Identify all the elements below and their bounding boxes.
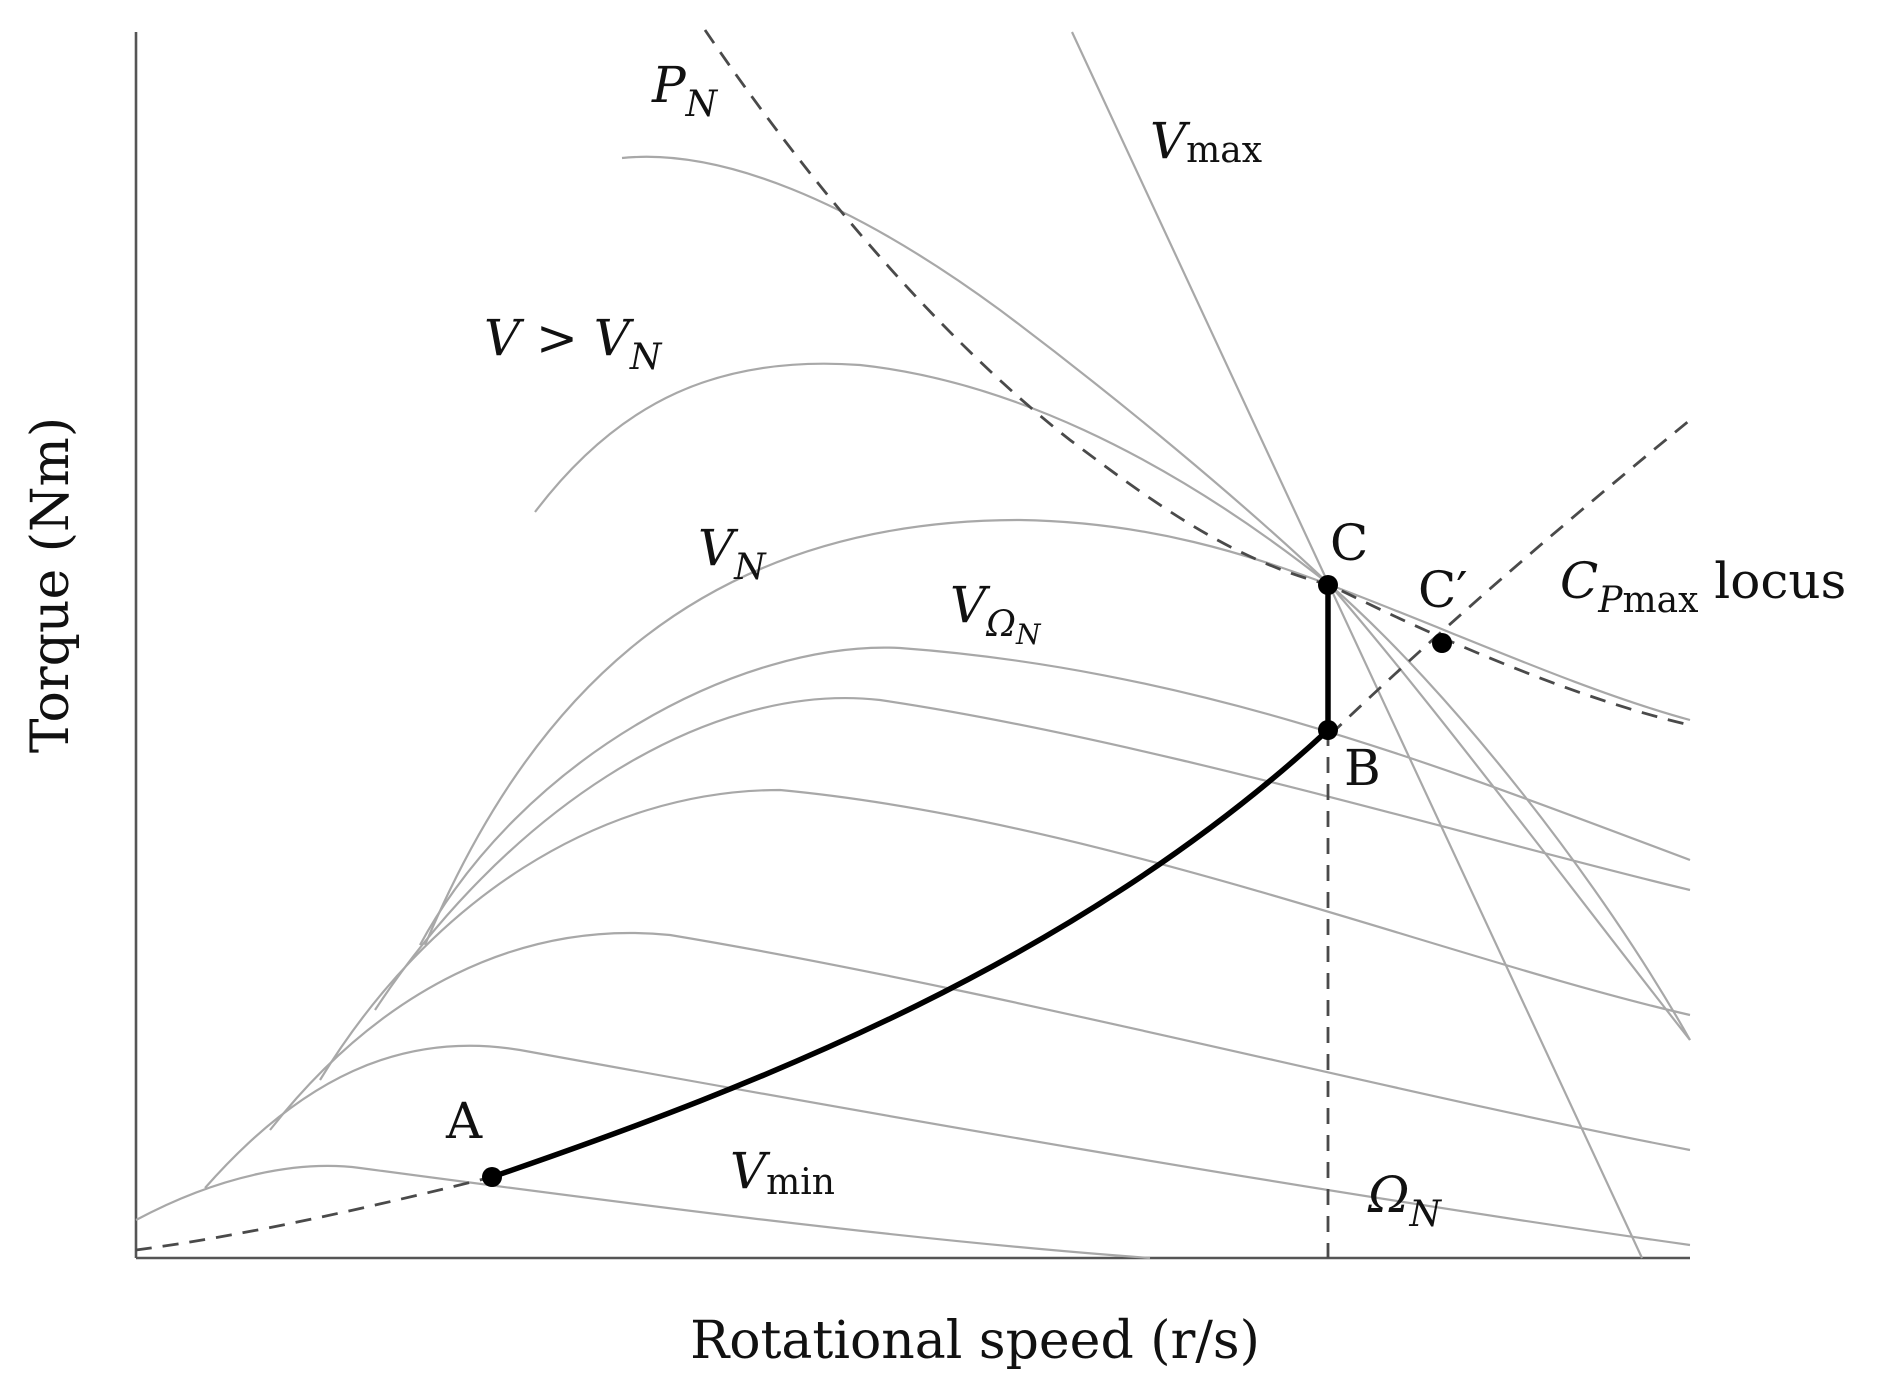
point-c-prime-marker [1432, 633, 1452, 653]
curve-level-3 [269, 931, 1691, 1152]
low-speed-dashed-segment [135, 1175, 493, 1252]
curve-v-omega-n [419, 646, 1691, 946]
point-a-marker [482, 1167, 502, 1187]
p-n-dashed-curve [703, 29, 1691, 727]
label-c-pmax-locus: CPmax locus [1560, 552, 1846, 621]
point-c-marker [1318, 575, 1338, 595]
point-c-label: C [1330, 514, 1368, 572]
label-p-n: PN [651, 56, 719, 125]
curve-v-gt-v-n-high [621, 155, 1691, 1041]
label-omega-n: ΩN [1367, 1166, 1442, 1235]
curve-level-4 [319, 788, 1691, 1081]
curve-v-gt-v-n-low [534, 362, 1691, 1041]
curve-level-2 [204, 1044, 1691, 1247]
torque-speed-curves [135, 155, 1691, 1260]
point-c-prime-label: C′ [1418, 561, 1468, 619]
label-v-omega-n: VΩN [950, 576, 1042, 651]
point-a-label: A [445, 1092, 483, 1150]
curve-level-5 [374, 697, 1691, 1011]
curve-v-min [135, 1164, 1151, 1260]
v-max-line [1071, 31, 1643, 1259]
point-b-marker [1318, 720, 1338, 740]
label-v-gt-v-n: V > VN [484, 309, 663, 378]
label-v-n: VN [698, 519, 767, 588]
label-v-min: Vmin [730, 1142, 835, 1203]
y-axis-title: Torque (Nm) [21, 417, 81, 753]
point-b-label: B [1344, 739, 1381, 797]
c-pmax-locus-line [1329, 418, 1691, 737]
label-v-max: Vmax [1150, 112, 1262, 171]
operating-path-a-b [489, 727, 1331, 1180]
x-axis-title: Rotational speed (r/s) [690, 1311, 1260, 1371]
curve-v-n [423, 518, 1691, 946]
